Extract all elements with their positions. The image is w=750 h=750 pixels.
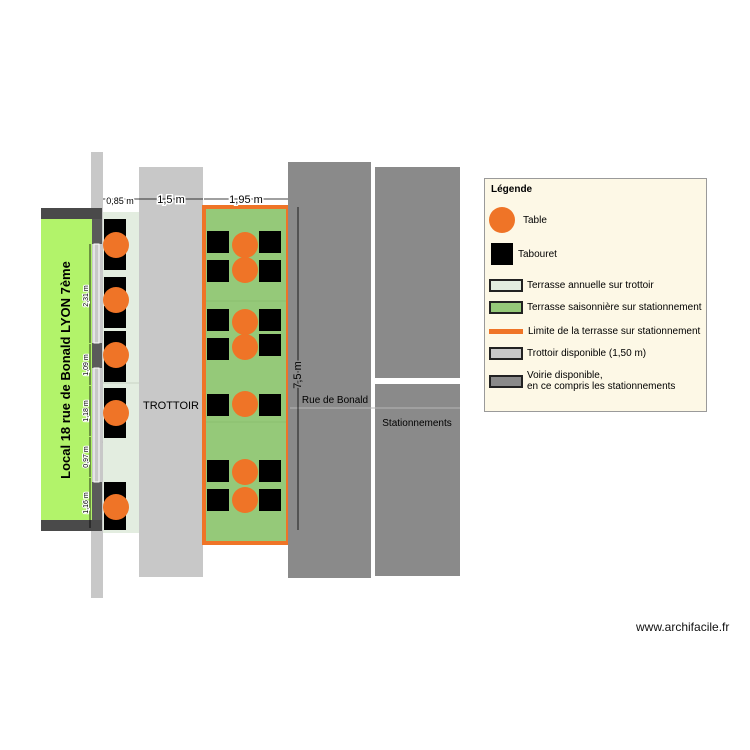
local-label: Local 18 rue de Bonald LYON 7ème	[58, 261, 73, 479]
local-shop	[41, 219, 92, 520]
table	[103, 342, 129, 368]
stool	[259, 260, 281, 282]
table	[103, 400, 129, 426]
glazing	[93, 367, 100, 483]
local-wall-top	[41, 208, 102, 219]
stool	[207, 338, 229, 360]
credit-link[interactable]: www.archifacile.fr	[636, 620, 730, 634]
stool-icon	[491, 243, 513, 265]
dim-75: 7,5 m	[292, 361, 304, 389]
legend-title: Légende	[491, 184, 533, 195]
dim-118: 1,18 m	[83, 400, 90, 422]
available-sidewalk	[139, 167, 203, 577]
terrace-limit-line-icon	[489, 329, 523, 334]
table	[232, 257, 258, 283]
pillar	[92, 219, 102, 244]
legend-label: Trottoir disponible (1,50 m)	[527, 348, 647, 359]
sidewalk-label: TROTTOIR	[143, 400, 199, 412]
legend-item-seasonal-terrace: Terrasse saisonnière sur stationnement	[489, 301, 702, 314]
stool	[259, 309, 281, 331]
stool	[207, 309, 229, 331]
dim-097: 0,97 m	[83, 446, 90, 468]
legend-label: Voirie disponible, en ce compris les sta…	[527, 370, 675, 392]
pillar	[92, 482, 102, 520]
legend-item-road: Voirie disponible, en ce compris les sta…	[489, 370, 675, 392]
dim-15: 1,5 m	[157, 194, 185, 206]
glazing	[93, 243, 100, 344]
table	[103, 494, 129, 520]
legend-label: Table	[523, 214, 547, 226]
parking-area	[375, 384, 460, 576]
legend-road-line-2: en ce compris les stationnements	[527, 381, 676, 392]
table	[232, 459, 258, 485]
seasonal-terrace-swatch-icon	[489, 301, 523, 314]
dim-109: 1,09 m	[83, 354, 90, 376]
table	[232, 232, 258, 258]
dim-195: 1,95 m	[229, 194, 263, 206]
table	[232, 487, 258, 513]
table	[103, 232, 129, 258]
legend: Légende Table Tabouret Terrasse annuelle…	[484, 178, 707, 412]
legend-item-terrace-limit: Limite de la terrasse sur stationnement	[489, 326, 700, 337]
road	[288, 162, 371, 578]
table-icon	[489, 207, 515, 233]
road-swatch-icon	[489, 374, 523, 388]
stool	[207, 231, 229, 253]
legend-item-stool: Tabouret	[491, 243, 557, 265]
sidewalk-swatch-icon	[489, 347, 523, 360]
table	[103, 287, 129, 313]
dim-085: 0,85 m	[106, 196, 134, 206]
table	[232, 334, 258, 360]
legend-road-line-1: Voirie disponible,	[527, 370, 603, 381]
local-wall-bottom	[41, 520, 102, 531]
dimension-lines	[89, 198, 299, 530]
legend-item-table: Table	[489, 207, 547, 233]
legend-item-sidewalk: Trottoir disponible (1,50 m)	[489, 347, 646, 360]
parking-label: Stationnements	[382, 418, 452, 429]
stool	[207, 489, 229, 511]
legend-label: Terrasse saisonnière sur stationnement	[527, 302, 702, 313]
table	[232, 309, 258, 335]
legend-label: Terrasse annuelle sur trottoir	[527, 280, 654, 291]
furniture	[103, 219, 281, 530]
dim-231: 2,31 m	[83, 285, 90, 307]
stool	[207, 260, 229, 282]
stool	[259, 460, 281, 482]
table	[232, 391, 258, 417]
parking-area	[375, 167, 460, 378]
legend-item-annual-terrace: Terrasse annuelle sur trottoir	[489, 279, 654, 292]
annual-terrace-swatch-icon	[489, 279, 523, 292]
stool	[259, 334, 281, 356]
stool	[259, 489, 281, 511]
stool	[207, 394, 229, 416]
dim-116: 1,16 m	[83, 492, 90, 514]
stool	[259, 394, 281, 416]
stool	[259, 231, 281, 253]
legend-label: Tabouret	[518, 248, 557, 260]
pillar	[92, 343, 102, 368]
legend-label: Limite de la terrasse sur stationnement	[528, 326, 701, 337]
stool	[207, 460, 229, 482]
street-label: Rue de Bonald	[302, 395, 368, 406]
